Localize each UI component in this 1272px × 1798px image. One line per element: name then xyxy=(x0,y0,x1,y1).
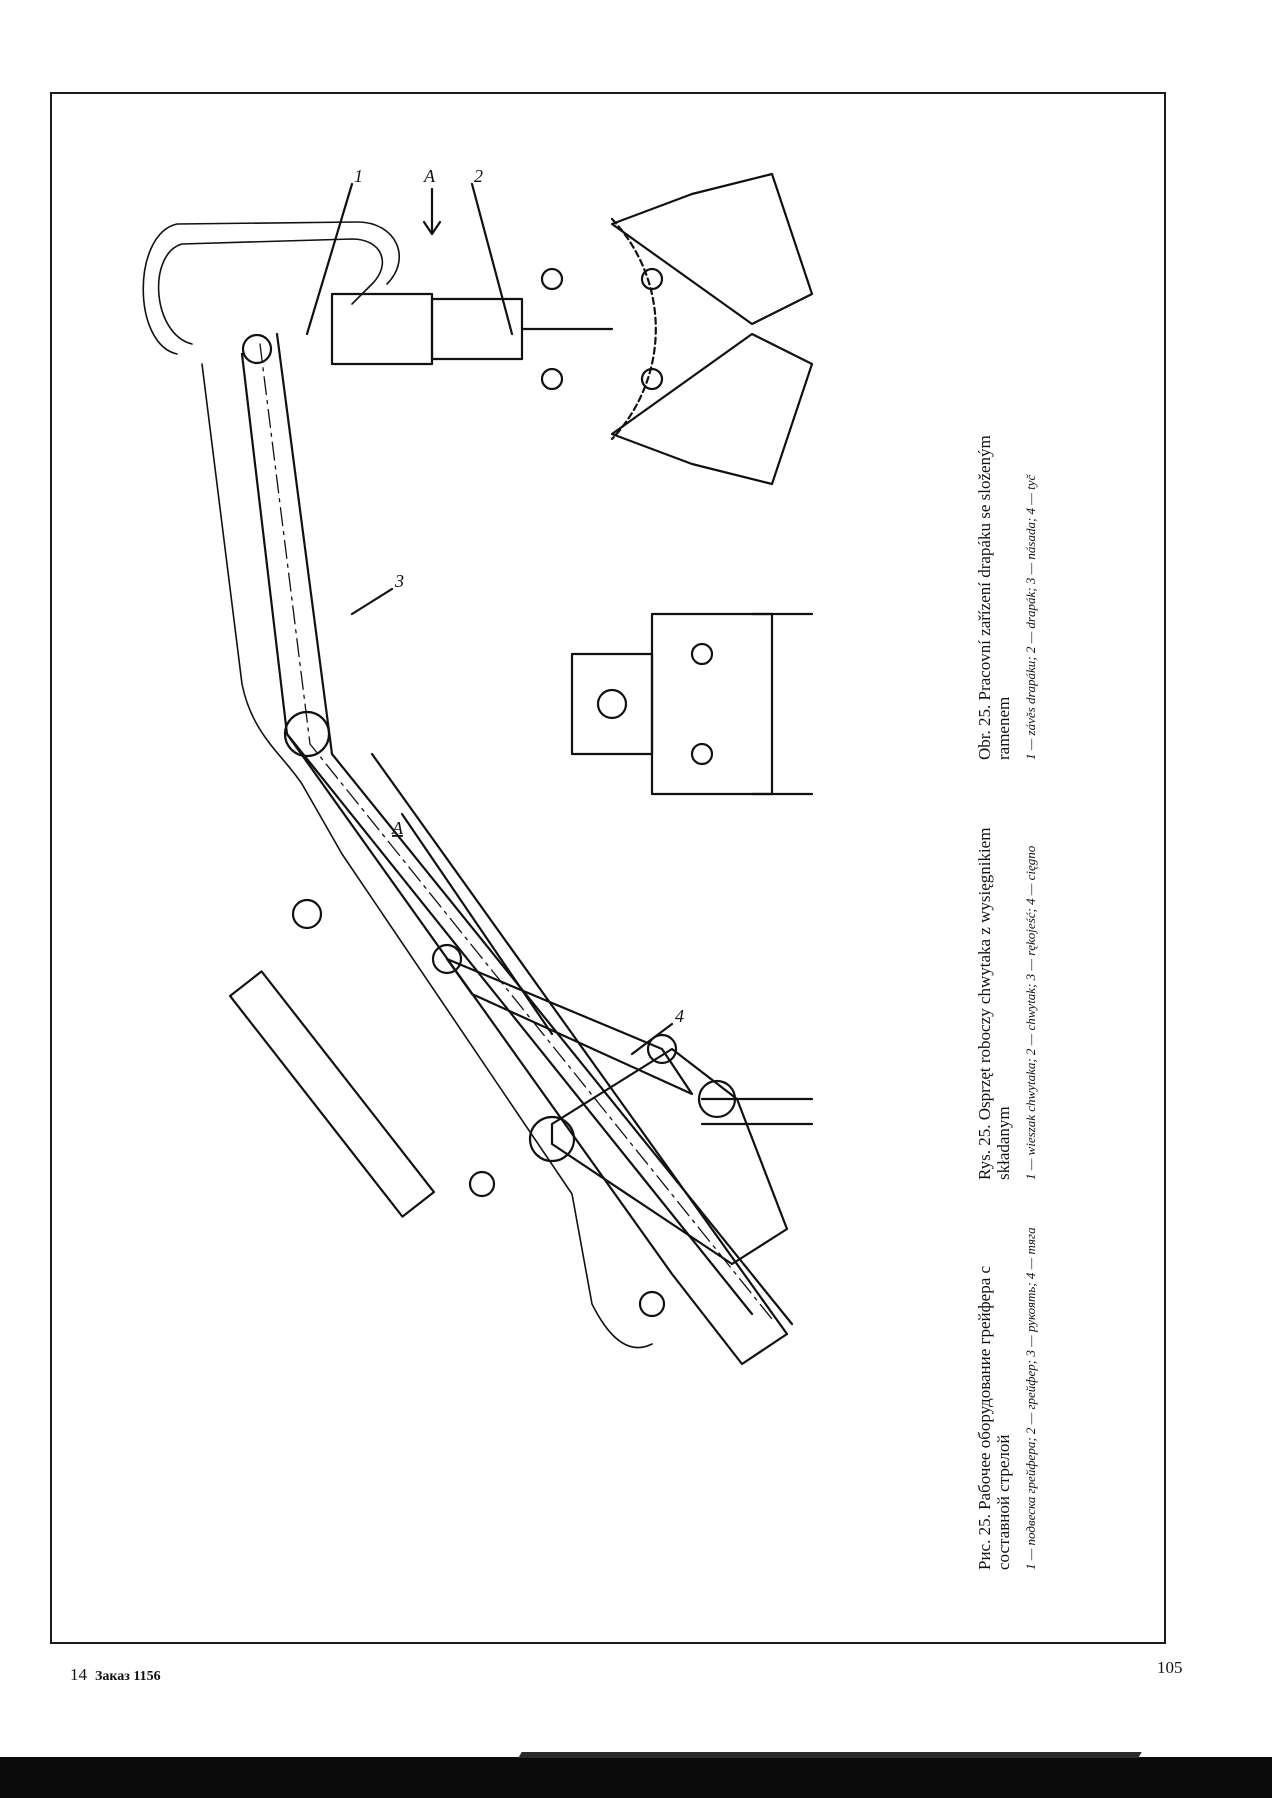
caption-title: Obr. 25. Pracovní zařízení drapáku se sl… xyxy=(975,435,1013,760)
pin-joint xyxy=(528,1115,576,1163)
clamshell-left xyxy=(610,172,814,326)
hydraulic-cylinder xyxy=(228,970,436,1218)
view-label-a: A xyxy=(391,818,404,838)
pin-joint xyxy=(291,898,323,930)
page-frame xyxy=(50,92,1166,1644)
hydraulic-hose-outer xyxy=(142,221,400,355)
part-number-3: 3 xyxy=(394,571,404,591)
grab-pin xyxy=(540,267,564,291)
caption-title: Rys. 25. Osprzęt roboczy chwytaka z wysi… xyxy=(975,827,1013,1180)
pin-joint xyxy=(241,333,273,365)
caption-polish: Rys. 25. Osprzęt roboczy chwytaka z wysi… xyxy=(975,790,1039,1180)
caption-legend: 1 — подвеска грейфера; 2 — грейфер; 3 — … xyxy=(1023,1227,1038,1570)
caption-czech: Obr. 25. Pracovní zařízení drapáku se sl… xyxy=(975,370,1039,760)
grab-pin xyxy=(640,267,664,291)
clamshell-right xyxy=(610,332,814,486)
grab-pin xyxy=(540,367,564,391)
detail-hose xyxy=(750,612,814,796)
cylinder-rod xyxy=(400,812,554,1036)
grab-hanger xyxy=(330,292,434,366)
footer-left: 14 Заказ 1156 xyxy=(70,1665,161,1685)
part-number-4: 4 xyxy=(675,1006,684,1026)
hydraulic-hose xyxy=(157,238,653,1349)
grab-pin xyxy=(640,367,664,391)
pin-joint xyxy=(638,1290,666,1318)
pin-joint xyxy=(283,710,331,758)
pin-joint xyxy=(697,1079,737,1119)
part-number-1: 1 xyxy=(354,166,363,186)
view-arrow xyxy=(422,187,442,236)
caption-legend: 1 — wieszak chwytaka; 2 — chwytak; 3 — r… xyxy=(1023,845,1038,1180)
caption-legend: 1 — závěs drapáku; 2 — drapák; 3 — násad… xyxy=(1023,474,1038,760)
clamshell-arc xyxy=(610,217,657,441)
technical-drawing: 1 2 3 4 A A xyxy=(142,166,814,1366)
detail-pin xyxy=(690,742,714,766)
detail-view-head xyxy=(570,652,654,756)
scan-edge-streak xyxy=(518,1752,1142,1758)
grab-cylinder xyxy=(430,297,524,361)
boom-centerline xyxy=(259,343,773,1320)
part-number-2: 2 xyxy=(474,166,483,186)
caption-russian: Рис. 25. Рабочее оборудование грейфера с… xyxy=(975,1210,1039,1570)
page-number: 105 xyxy=(1157,1658,1183,1677)
pin-joint xyxy=(646,1033,678,1065)
boom-lower-edge xyxy=(275,332,794,1326)
pin-joint xyxy=(468,1170,496,1198)
detail-pin xyxy=(690,642,714,666)
detail-pin xyxy=(596,688,628,720)
caption-title: Рис. 25. Рабочее оборудование грейфера с… xyxy=(975,1265,1013,1570)
scan-edge xyxy=(0,1757,1272,1798)
leader-line-4 xyxy=(630,1022,674,1056)
boom-lower-segment xyxy=(285,732,789,1366)
base-bracket xyxy=(550,1047,789,1266)
pin-joint xyxy=(431,943,463,975)
leader-line-2 xyxy=(470,182,514,336)
caption-block: Рис. 25. Рабочее оборудование грейфера с… xyxy=(975,370,1095,1570)
view-label-a-top: A xyxy=(423,166,436,186)
boom-upper-edge xyxy=(240,352,754,1316)
linkage-rod xyxy=(445,957,694,1096)
leader-line-3 xyxy=(350,587,394,616)
detail-view-body xyxy=(650,612,774,796)
leader-line-1 xyxy=(305,182,354,336)
order-number: Заказ 1156 xyxy=(95,1669,161,1684)
sheet-number: 14 xyxy=(70,1665,87,1684)
